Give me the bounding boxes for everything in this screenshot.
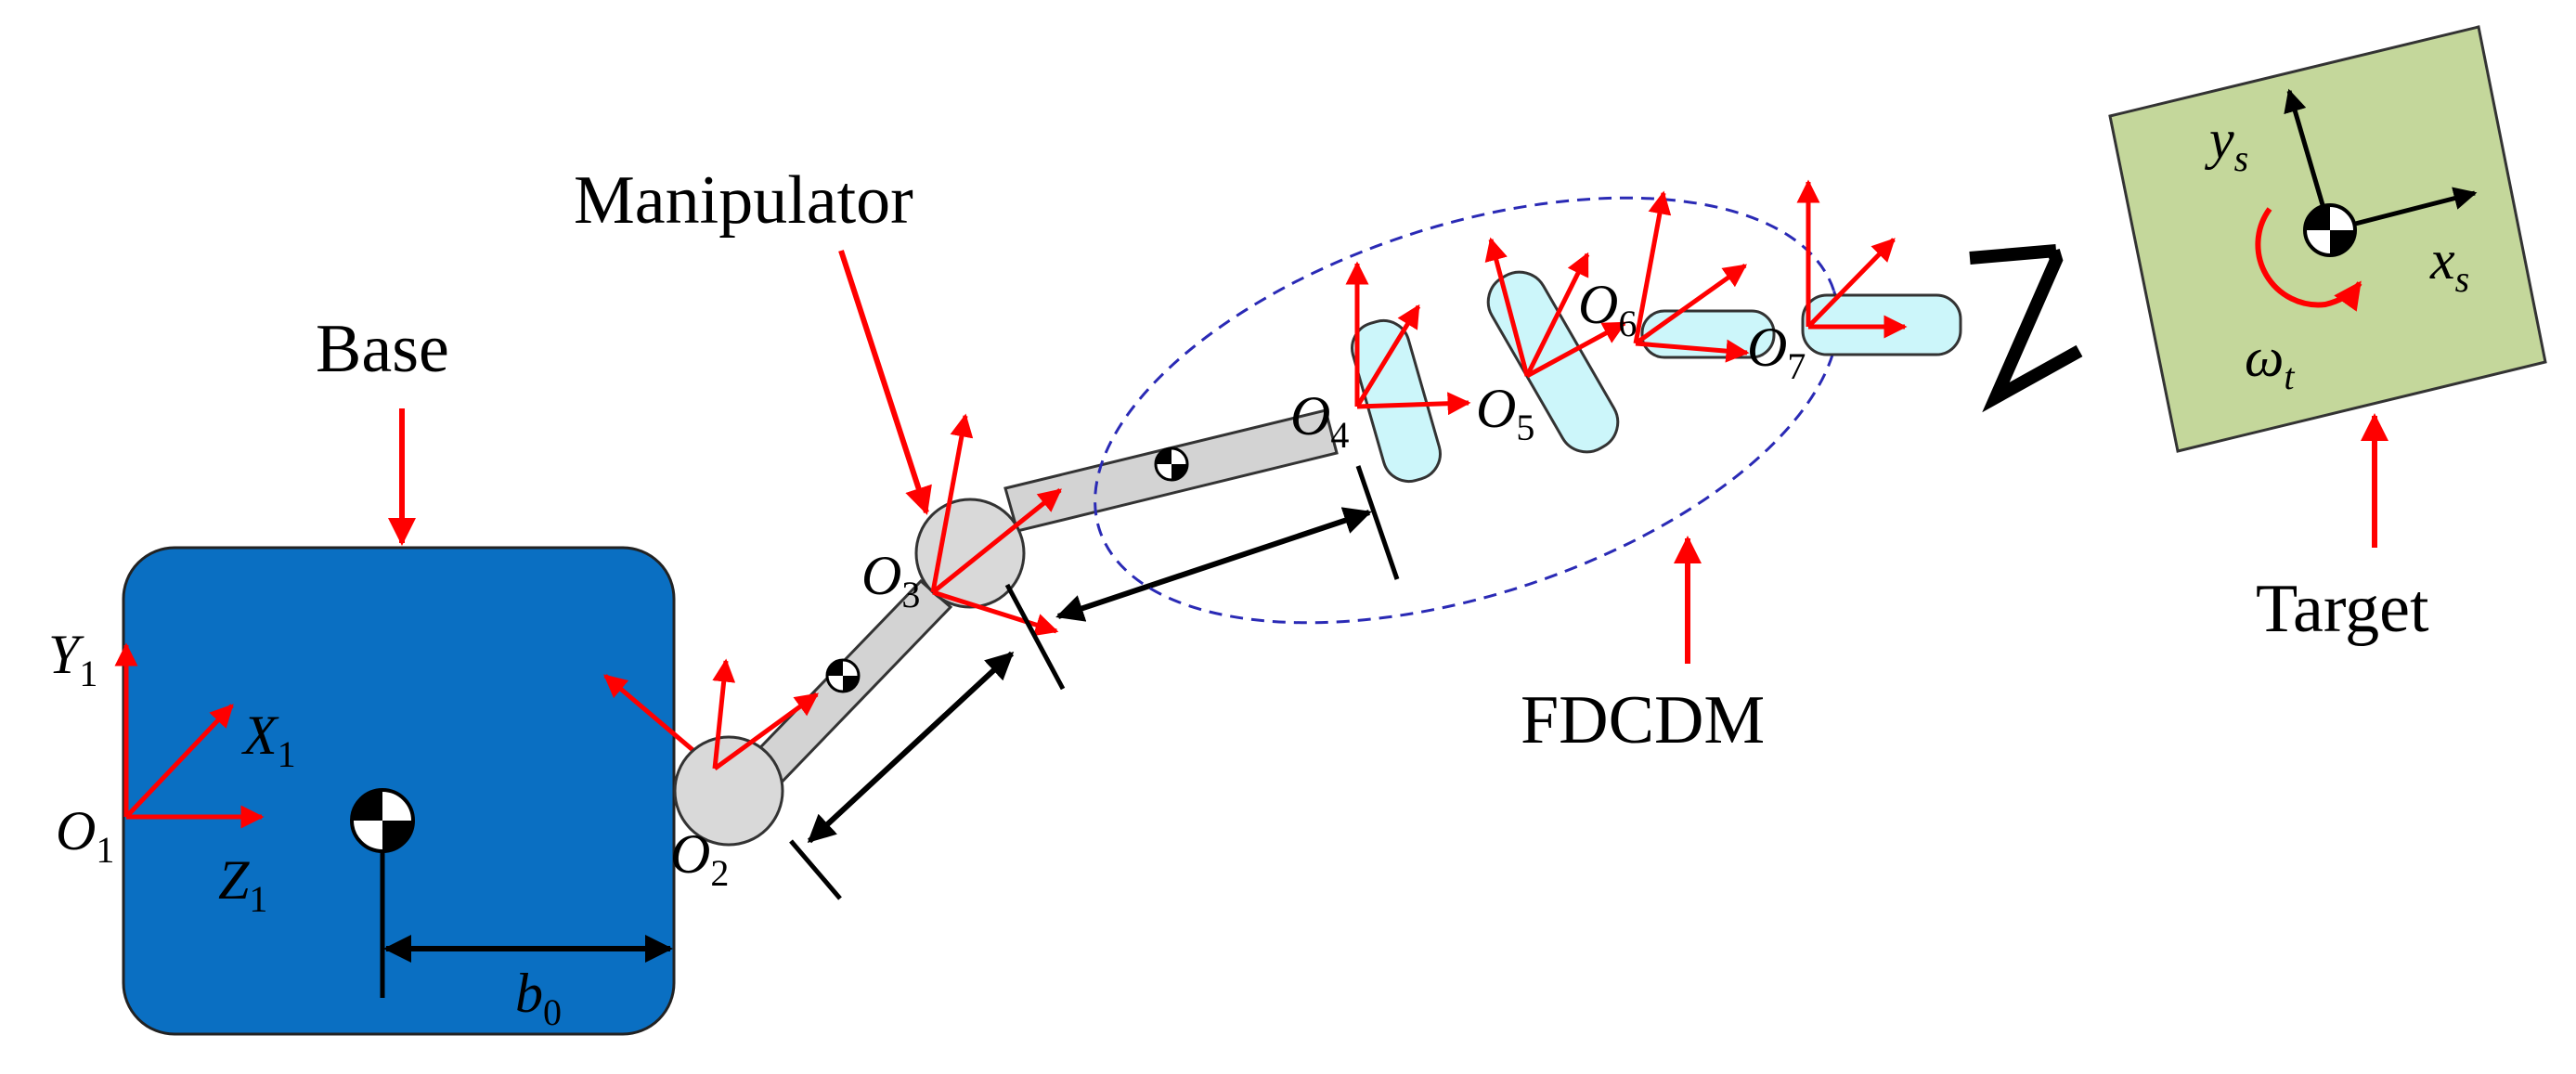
- target-rotation-arrow: [2255, 207, 2362, 312]
- label-x1: X1: [241, 705, 296, 775]
- link2-length-arrow: [1055, 507, 1372, 622]
- joint-frame-o2: [712, 658, 820, 771]
- target-com-icon: [2303, 203, 2357, 257]
- base-com-icon: [350, 788, 415, 853]
- label-target: Target: [2256, 571, 2429, 647]
- label-b0: b0: [515, 963, 562, 1033]
- label-o3: O3: [861, 545, 920, 615]
- end-effector-gripper: [1982, 248, 2083, 413]
- link1-length-arrow: [807, 651, 1015, 844]
- label-o5: O5: [1476, 378, 1534, 448]
- label-o4: O4: [1290, 385, 1349, 456]
- label-z1: Z1: [218, 849, 267, 920]
- label-o6: O6: [1578, 274, 1637, 344]
- label-manipulator: Manipulator: [574, 162, 913, 239]
- base-frame-o1: [114, 642, 265, 829]
- label-xs: xs: [2429, 229, 2469, 300]
- label-fdcdm: FDCDM: [1521, 682, 1765, 758]
- joint-frame-o6: [1633, 190, 1750, 363]
- fdcdm-region: [1094, 196, 1840, 625]
- capsule-link-4: [1351, 318, 1442, 484]
- dimension-markers: [789, 465, 1400, 900]
- label-o7: O7: [1747, 317, 1806, 387]
- joint-frame-o7: [1796, 179, 1908, 339]
- base-body: [122, 546, 676, 1036]
- end-effector-top: [1969, 244, 2057, 265]
- joint-frame-o3: [930, 413, 1062, 637]
- label-o2: O2: [670, 823, 729, 894]
- link1-com-icon: [825, 658, 861, 693]
- callout-arrows: [388, 250, 2388, 664]
- joint-frame-o4: [1345, 261, 1471, 416]
- label-o1: O1: [56, 800, 114, 871]
- label-ys: ys: [2204, 109, 2248, 179]
- joint-frame-o5: [1484, 237, 1627, 379]
- label-base: Base: [316, 311, 449, 387]
- label-omega-t: ωt: [2245, 327, 2295, 397]
- joint-o2: [673, 735, 784, 847]
- link2-com-icon: [1154, 446, 1189, 482]
- label-y1: Y1: [48, 624, 97, 694]
